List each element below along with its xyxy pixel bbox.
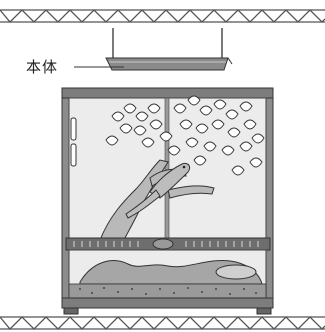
foot-left bbox=[63, 307, 79, 315]
foliage bbox=[105, 95, 265, 176]
door-handle-icon bbox=[70, 117, 77, 141]
water-dish bbox=[215, 264, 257, 280]
lamp-device bbox=[105, 28, 233, 71]
bottom-wire-shelf bbox=[0, 316, 325, 330]
door-handle-icon bbox=[70, 143, 77, 167]
top-wire-shelf bbox=[0, 9, 325, 23]
lizard-icon bbox=[125, 163, 191, 219]
terrarium bbox=[61, 87, 274, 315]
substrate bbox=[68, 283, 267, 299]
lock-knob-icon bbox=[152, 238, 174, 250]
main-unit-label: 本体 bbox=[26, 58, 59, 76]
foot-right bbox=[256, 307, 272, 315]
